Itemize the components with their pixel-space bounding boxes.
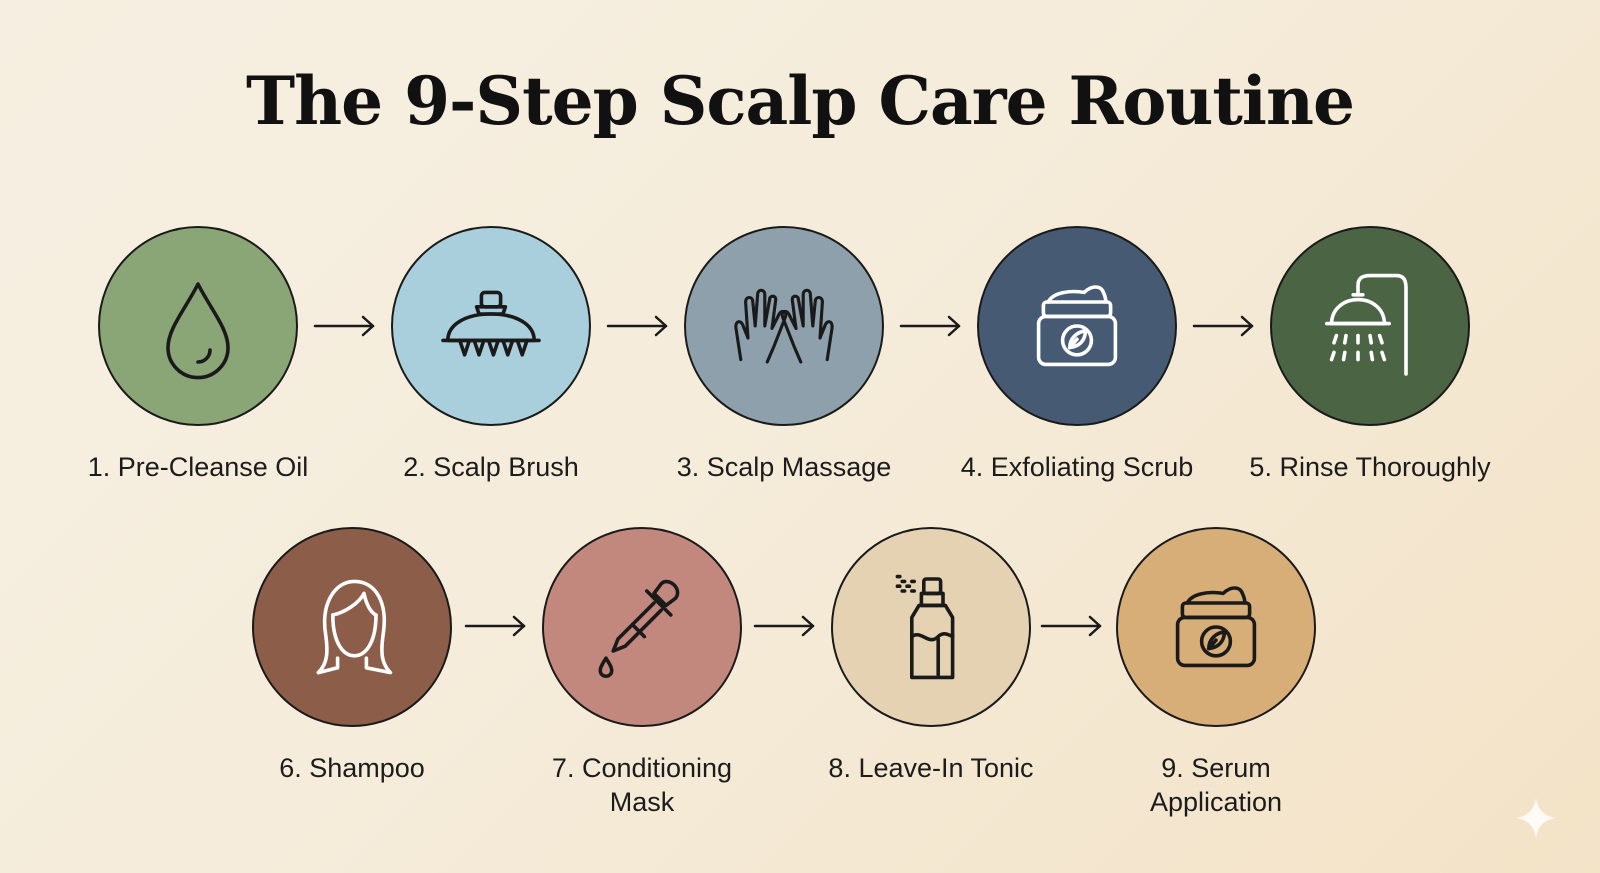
step-circle — [1116, 527, 1316, 727]
hands-icon — [734, 288, 834, 364]
arrow-right-icon — [899, 315, 961, 337]
step-7: 7. Conditioning Mask — [507, 527, 777, 819]
step-label: 5. Rinse Thoroughly — [1249, 452, 1491, 482]
step-circle — [831, 527, 1031, 727]
step-label: 4. Exfoliating Scrub — [960, 452, 1194, 482]
spray-bottle-icon — [895, 574, 955, 680]
oil-drop-icon — [166, 282, 230, 380]
page-title: The 9-Step Scalp Care Routine — [246, 62, 1355, 140]
arrow-right-icon — [313, 315, 375, 337]
step-4: 4. Exfoliating Scrub — [942, 226, 1212, 484]
step-circle — [542, 527, 742, 727]
step-8: 8. Leave-In Tonic — [796, 527, 1066, 785]
step-circle — [252, 527, 452, 727]
arrow-right-icon — [464, 615, 526, 637]
step-label: 3. Scalp Massage — [676, 452, 892, 482]
step-5: 5. Rinse Thoroughly — [1235, 226, 1505, 484]
step-1: 1. Pre-Cleanse Oil — [63, 226, 333, 484]
arrow-right-icon — [1192, 315, 1254, 337]
shower-icon — [1325, 273, 1408, 376]
step-label: 9. Serum Application — [1149, 753, 1283, 817]
step-circle — [684, 226, 884, 426]
serum-jar-icon — [1175, 586, 1257, 668]
arrow-right-icon — [606, 315, 668, 337]
scrub-jar-icon — [1036, 285, 1118, 367]
step-circle — [977, 226, 1177, 426]
step-label: 2. Scalp Brush — [403, 452, 579, 482]
step-circle — [1270, 226, 1470, 426]
arrow-right-icon — [1040, 615, 1102, 637]
step-label: 6. Shampoo — [279, 753, 425, 783]
woman-head-icon — [316, 579, 393, 675]
sparkle-icon — [1516, 798, 1556, 838]
dropper-icon — [598, 579, 680, 678]
step-6: 6. Shampoo — [217, 527, 487, 785]
step-9: 9. Serum Application — [1081, 527, 1351, 819]
step-3: 3. Scalp Massage — [649, 226, 919, 484]
step-label: 8. Leave-In Tonic — [828, 753, 1034, 783]
arrow-right-icon — [753, 615, 815, 637]
step-label: 1. Pre-Cleanse Oil — [87, 452, 309, 482]
step-2: 2. Scalp Brush — [356, 226, 626, 484]
scalp-brush-icon — [441, 290, 541, 357]
step-circle — [391, 226, 591, 426]
step-label: 7. Conditioning Mask — [551, 753, 733, 817]
step-circle — [98, 226, 298, 426]
